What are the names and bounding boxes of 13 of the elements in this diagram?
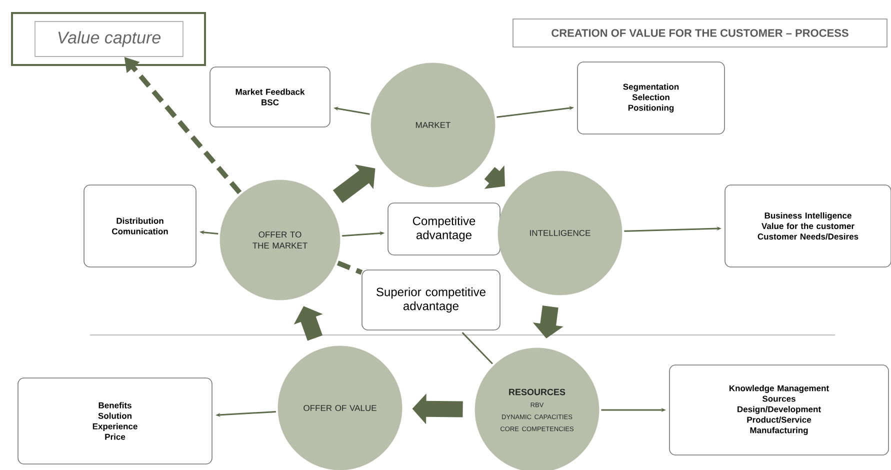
- block-arrow: [332, 164, 376, 204]
- process-box: Superior competitive advantage: [362, 270, 500, 330]
- dashed-line: [336, 260, 363, 275]
- process-box: Benefits Solution Experience Price: [18, 378, 212, 464]
- process-box: Market Feedback BSC: [210, 66, 330, 128]
- connector-line: [462, 332, 493, 364]
- process-box: Knowledge Management Sources Design/Development Product/Service Manufacturing: [669, 364, 889, 456]
- process-box: Competitive advantage: [388, 202, 500, 256]
- title-box: CREATION OF VALUE FOR THE CUSTOMER – PROCESS: [512, 18, 888, 48]
- process-box: Business Intelligence Value for the customer Customer Needs/Desires: [724, 184, 891, 268]
- process-box: Segmentation Selection Positioning: [577, 62, 725, 134]
- process-box: Distribution Comunication: [84, 184, 196, 268]
- title-box: Value capture: [11, 12, 206, 66]
